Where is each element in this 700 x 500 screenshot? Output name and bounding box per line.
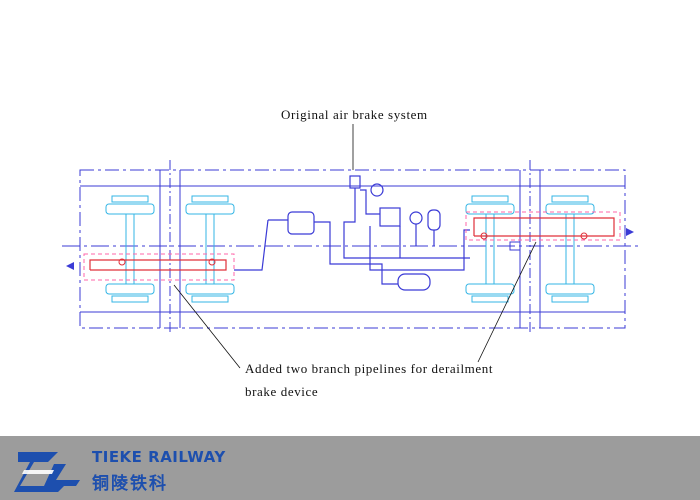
coupler-left xyxy=(66,262,74,270)
diagram-area: Original air brake system Added two bran… xyxy=(62,107,642,399)
zl-logo-icon xyxy=(14,452,80,492)
right-bogie xyxy=(465,195,595,303)
right-branch-pipe xyxy=(473,217,615,237)
left-branch-highlight xyxy=(83,253,235,281)
brand-name-cn: 铜陵铁科 xyxy=(92,474,168,494)
air-brake-system xyxy=(234,175,470,291)
callout-branch-pipelines-continued: brake device xyxy=(245,384,319,399)
car-frame xyxy=(62,160,642,335)
brand-name-en: TIEKE RAILWAY xyxy=(92,448,226,466)
leader-lines xyxy=(173,124,537,369)
derailment-branch-pipelines xyxy=(83,211,621,281)
right-branch-highlight xyxy=(465,211,621,241)
brake-schematic xyxy=(62,124,642,369)
left-branch-pipe xyxy=(89,259,227,271)
coupler-right xyxy=(626,228,634,236)
left-bogie xyxy=(105,195,235,303)
callout-original-air-brake: Original air brake system xyxy=(281,107,428,122)
callout-branch-pipelines: Added two branch pipelines for derailmen… xyxy=(245,361,494,376)
footer-brand-bar: TIEKE RAILWAY 铜陵铁科 xyxy=(0,436,700,500)
